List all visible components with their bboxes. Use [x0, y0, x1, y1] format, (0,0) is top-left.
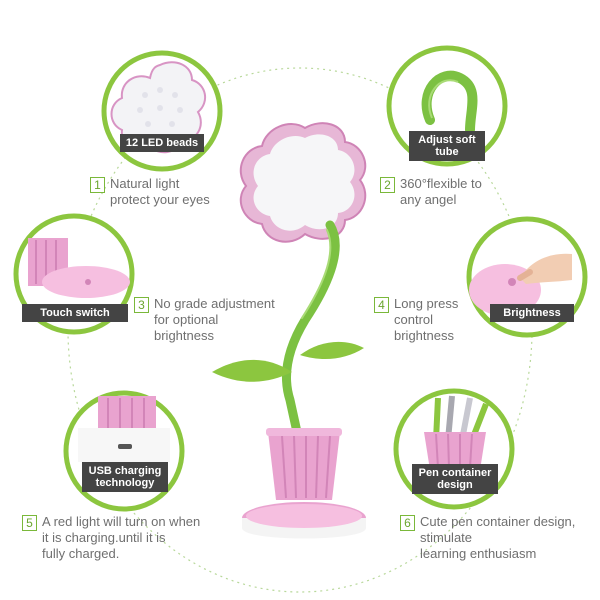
usb-text-1: USB charging	[88, 465, 162, 477]
brightness-text: Brightness	[503, 307, 561, 319]
feature-line: learning enthusiasm	[420, 546, 537, 561]
feature-number: 3	[134, 297, 149, 313]
feature-line: for optional	[154, 312, 219, 327]
feature-line: brightness	[154, 328, 214, 343]
lamp-diffuser	[253, 134, 355, 231]
feature-number: 5	[22, 515, 37, 531]
feature-number: 4	[374, 297, 389, 313]
feature-line: stimulate	[420, 530, 473, 545]
feature-number: 1	[90, 177, 105, 193]
lamp-stem	[282, 220, 340, 437]
feature-1: 1 Natural light protect your eyes	[90, 176, 210, 208]
feature-line: Cute pen container design,	[420, 514, 576, 529]
flower-lamp	[212, 122, 367, 539]
usb-charging-label: USB charging technology	[82, 462, 168, 492]
feature-4: 4 Long press control brightness	[374, 296, 458, 344]
feature-line: 360°flexible to	[400, 176, 482, 191]
feature-3: 3 No grade adjustment for optional brigh…	[134, 296, 275, 344]
touch-switch-circle	[13, 213, 135, 335]
soft-tube-text-1: Adjust soft	[418, 134, 476, 146]
pen-container-label: Pen container design	[412, 464, 498, 494]
usb-text-2: technology	[95, 477, 155, 489]
feature-line: fully charged.	[42, 546, 120, 561]
feature-5: 5 A red light will turn on when it is ch…	[22, 514, 200, 562]
pen-text-1: Pen container	[418, 467, 492, 479]
feature-line: it is charging.until it is	[42, 530, 166, 545]
soft-tube-label: Adjust soft tube	[409, 131, 485, 161]
led-beads-text: 12 LED beads	[125, 137, 199, 149]
touch-switch-text: Touch switch	[40, 307, 110, 319]
feature-line: control	[394, 312, 434, 327]
feature-line: protect your eyes	[110, 192, 210, 207]
feature-line: Long press	[394, 296, 459, 311]
feature-number: 6	[400, 515, 415, 531]
feature-line: any angel	[400, 192, 457, 207]
feature-6: 6 Cute pen container design, stimulate l…	[400, 514, 575, 562]
soft-tube-text-2: tube	[435, 146, 459, 158]
left-leaf	[212, 359, 292, 382]
right-leaf	[300, 341, 364, 360]
feature-line: brightness	[394, 328, 454, 343]
stem-highlight	[301, 229, 332, 319]
feature-line: Natural light	[110, 176, 180, 191]
brightness-label: Brightness	[490, 304, 574, 322]
feature-line: No grade adjustment	[154, 296, 275, 311]
feature-2: 2 360°flexible to any angel	[380, 176, 482, 208]
led-beads-label: 12 LED beads	[120, 134, 204, 152]
pen-text-2: design	[437, 479, 473, 491]
feature-line: A red light will turn on when	[42, 514, 201, 529]
touch-switch-label: Touch switch	[22, 304, 128, 322]
feature-number: 2	[380, 177, 395, 193]
